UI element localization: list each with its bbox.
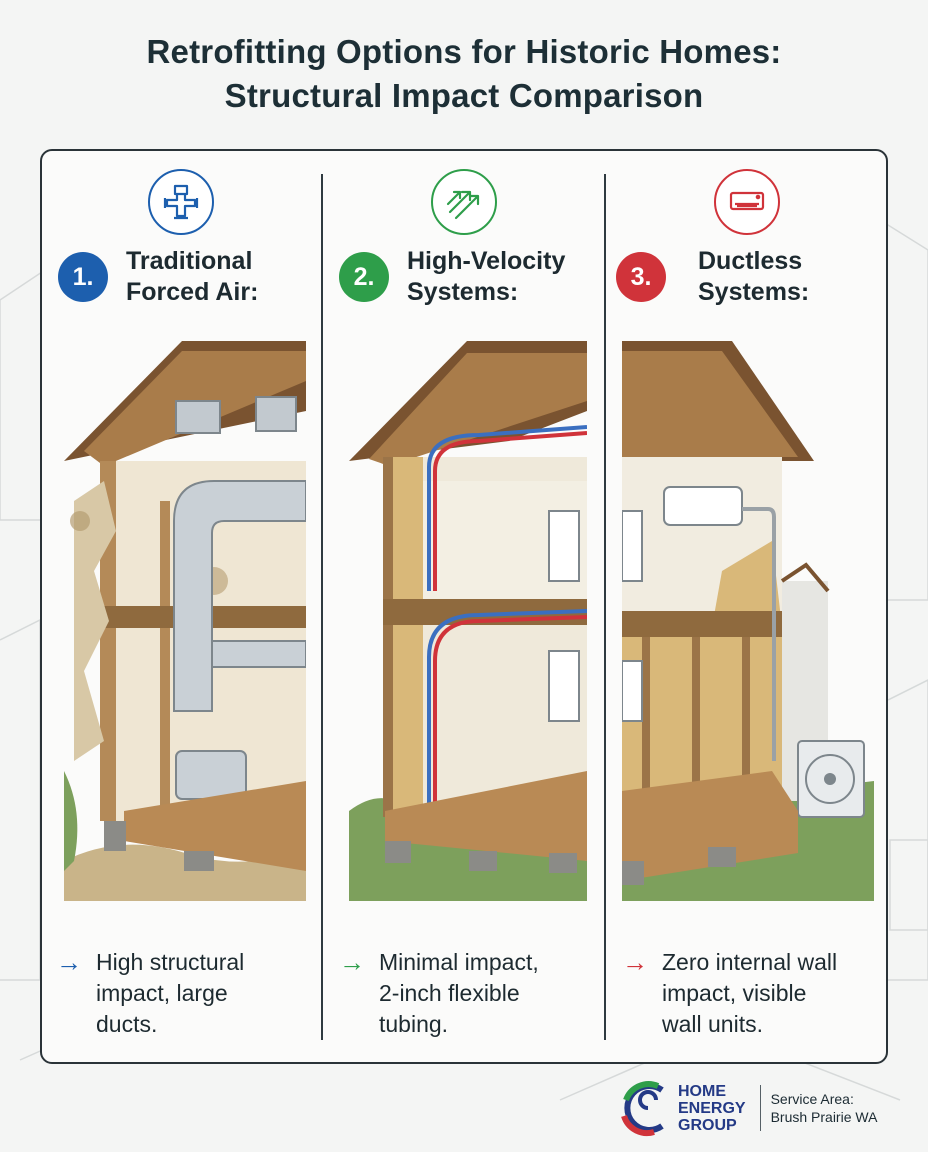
desc-line-2: impact, visible (662, 980, 807, 1006)
arrow-right-icon: → (56, 947, 82, 977)
logo-line-2: ENERGY (678, 1099, 746, 1117)
option-title-line-1: Traditional (126, 247, 253, 275)
title-line-1: Retrofitting Options for Historic Homes: (146, 33, 782, 70)
option-column-high-velocity: 2. High-Velocity Systems: → Minimal impa… (323, 149, 605, 1064)
duct-junction-icon (148, 169, 214, 235)
logo-line-3: GROUP (678, 1116, 737, 1134)
company-logo-text: HOME ENERGY GROUP (678, 1083, 746, 1134)
desc-line-3: tubing. (379, 1011, 449, 1037)
desc-line-3: wall units. (662, 1011, 763, 1037)
option-description: → Minimal impact, 2-inch flexible tubing… (339, 947, 579, 1040)
option-title: High-Velocity Systems: (407, 246, 607, 308)
option-description-text: Minimal impact, 2-inch flexible tubing. (379, 947, 579, 1040)
service-area: Service Area: Brush Prairie WA (771, 1090, 878, 1126)
service-area-value: Brush Prairie WA (770, 1109, 878, 1125)
option-title: Traditional Forced Air: (126, 246, 326, 308)
option-title-line-1: Ductless (698, 247, 803, 275)
option-description: → Zero internal wall impact, visible wal… (622, 947, 882, 1040)
page-title: Retrofitting Options for Historic Homes:… (0, 30, 928, 118)
arrow-right-icon: → (622, 947, 648, 977)
mini-split-unit-icon (714, 169, 780, 235)
option-number-badge: 1. (58, 252, 108, 302)
column-divider-2 (604, 174, 606, 1040)
airflow-arrows-icon (431, 169, 497, 235)
option-title-line-1: High-Velocity (407, 247, 566, 275)
footer-branding: HOME ENERGY GROUP Service Area: Brush Pr… (618, 1076, 877, 1140)
option-column-forced-air: 1. Traditional Forced Air: → High str (42, 149, 324, 1064)
high-velocity-house-cutaway-illustration (349, 341, 587, 901)
footer-divider (759, 1085, 761, 1131)
option-description: → High structural impact, large ducts. (56, 947, 296, 1040)
column-divider-1 (321, 174, 323, 1040)
title-line-2: Structural Impact Comparison (224, 77, 704, 114)
option-number-badge: 3. (616, 252, 666, 302)
desc-line-2: impact, large (96, 980, 228, 1006)
option-title-line-2: Systems: (698, 278, 810, 306)
logo-line-1: HOME (678, 1082, 726, 1100)
desc-line-1: Minimal impact, (379, 949, 539, 975)
option-title-line-2: Forced Air: (126, 278, 259, 306)
ductless-house-cutaway-illustration (622, 341, 874, 901)
desc-line-1: Zero internal wall (662, 949, 838, 975)
option-description-text: High structural impact, large ducts. (96, 947, 296, 1040)
desc-line-3: ducts. (96, 1011, 158, 1037)
option-column-ductless: 3. Ductless Systems: → Zero internal (606, 149, 888, 1064)
desc-line-1: High structural (96, 949, 245, 975)
desc-line-2: 2-inch flexible (379, 980, 520, 1006)
option-description-text: Zero internal wall impact, visible wall … (662, 947, 882, 1040)
option-number-badge: 2. (339, 252, 389, 302)
home-energy-group-logo-icon (621, 1081, 664, 1137)
option-title-line-2: Systems: (407, 278, 519, 306)
arrow-right-icon: → (339, 947, 365, 977)
option-title: Ductless Systems: (698, 246, 898, 308)
service-area-label: Service Area: (770, 1091, 854, 1107)
forced-air-house-cutaway-illustration (64, 341, 306, 901)
